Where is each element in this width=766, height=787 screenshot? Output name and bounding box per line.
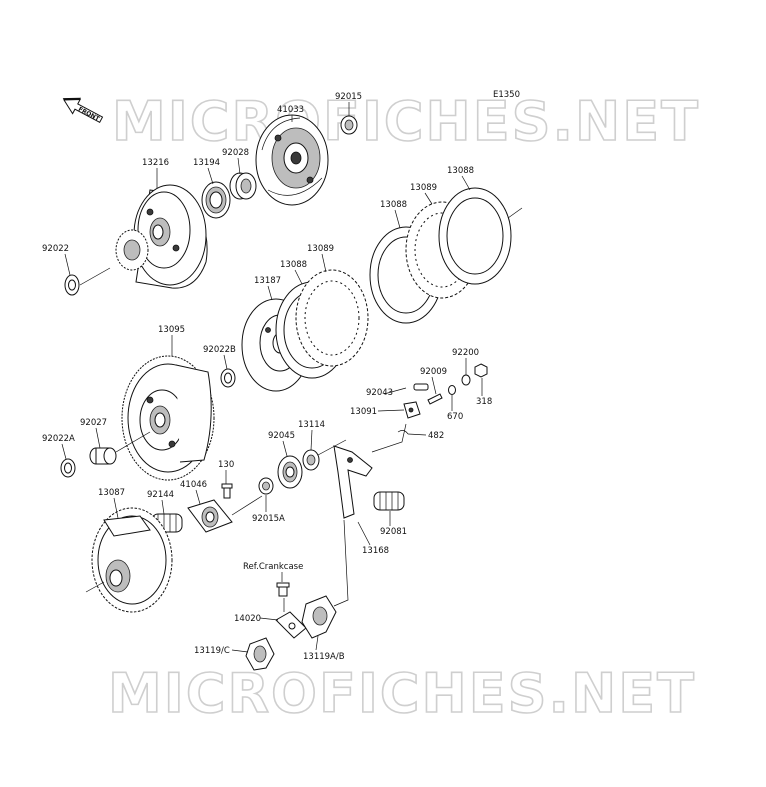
- label-13089-mid: 13089: [307, 244, 334, 254]
- label-13168: 13168: [362, 546, 389, 556]
- part-92022A-washer: [60, 458, 76, 478]
- part-92028-bushing: [229, 172, 257, 200]
- part-92027-collar: [89, 447, 117, 465]
- part-670-oring: [448, 385, 456, 395]
- part-13119AB-cam: [301, 595, 337, 639]
- front-arrow-icon: FRONT: [62, 97, 104, 123]
- label-92009: 92009: [420, 367, 447, 377]
- part-13119C-cam: [245, 637, 275, 671]
- label-92022B: 92022B: [203, 345, 236, 355]
- part-13087-drive-gear: [91, 507, 173, 613]
- part-13091-lever-arm: [403, 401, 421, 419]
- part-13216-clutch-housing: [115, 184, 208, 289]
- label-92015A: 92015A: [252, 514, 285, 524]
- part-318-nut: [474, 363, 488, 378]
- label-92028: 92028: [222, 148, 249, 158]
- part-92015-nut: [340, 115, 358, 135]
- part-92015A-nut: [258, 477, 274, 495]
- part-92022B-washer: [220, 368, 236, 388]
- label-92200: 92200: [452, 348, 479, 358]
- label-13091: 13091: [350, 407, 377, 417]
- label-92045: 92045: [268, 431, 295, 441]
- part-13095-clutch-gear: [121, 355, 215, 481]
- label-92015: 92015: [335, 92, 362, 102]
- label-92027: 92027: [80, 418, 107, 428]
- label-13088-top: 13088: [447, 166, 474, 176]
- part-ref-crankcase-bolt: [276, 582, 290, 597]
- part-92022-washer: [64, 274, 80, 296]
- label-13119AB: 13119A/B: [303, 652, 345, 662]
- label-318: 318: [476, 397, 492, 407]
- part-13089-steel-plate-1: [295, 269, 369, 367]
- label-92022A: 92022A: [42, 434, 75, 444]
- part-41046-bracket-plate: [187, 499, 233, 533]
- label-13089-top: 13089: [410, 183, 437, 193]
- label-13114: 13114: [298, 420, 325, 430]
- label-13088-low: 13088: [280, 260, 307, 270]
- part-92045-bearing: [277, 455, 303, 489]
- callouts: 92015 41033 92028 13194 13216 92022 1308…: [42, 92, 492, 662]
- part-41033-clutch-shoe-assembly: [255, 114, 329, 206]
- part-92081-spring: [373, 491, 405, 511]
- part-13168-release-lever: [333, 445, 373, 519]
- part-130-bolt: [221, 483, 233, 499]
- label-13095: 13095: [158, 325, 185, 335]
- label-13088-mid: 13088: [380, 200, 407, 210]
- part-13088-friction-plate-3: [438, 187, 512, 285]
- watermark-top: MICROFICHES.NET: [112, 90, 700, 153]
- label-13194: 13194: [193, 158, 220, 168]
- part-14020-cam-plate: [275, 611, 307, 639]
- label-13187: 13187: [254, 276, 281, 286]
- label-92022: 92022: [42, 244, 69, 254]
- label-670: 670: [447, 412, 463, 422]
- diagram-code: E1350: [493, 90, 520, 100]
- part-92009-screw: [427, 393, 443, 405]
- label-41046: 41046: [180, 480, 207, 490]
- label-ref-crankcase: Ref.Crankcase: [243, 562, 303, 572]
- part-13194-one-way-clutch: [201, 181, 231, 219]
- part-482-clip: [397, 430, 409, 435]
- label-92144: 92144: [147, 490, 174, 500]
- watermark-bottom: MICROFICHES.NET: [108, 662, 696, 725]
- label-41033: 41033: [277, 105, 304, 115]
- label-92081: 92081: [380, 527, 407, 537]
- label-13087: 13087: [98, 488, 125, 498]
- label-92043: 92043: [366, 388, 393, 398]
- label-14020: 14020: [234, 614, 261, 624]
- part-92200-washer: [461, 374, 471, 386]
- label-130: 130: [218, 460, 234, 470]
- part-92043-pin: [413, 383, 429, 391]
- part-13114-bearing: [302, 449, 320, 471]
- label-13119C: 13119/C: [194, 646, 230, 656]
- front-label: FRONT: [77, 106, 101, 123]
- label-13216: 13216: [142, 158, 169, 168]
- label-482: 482: [428, 431, 444, 441]
